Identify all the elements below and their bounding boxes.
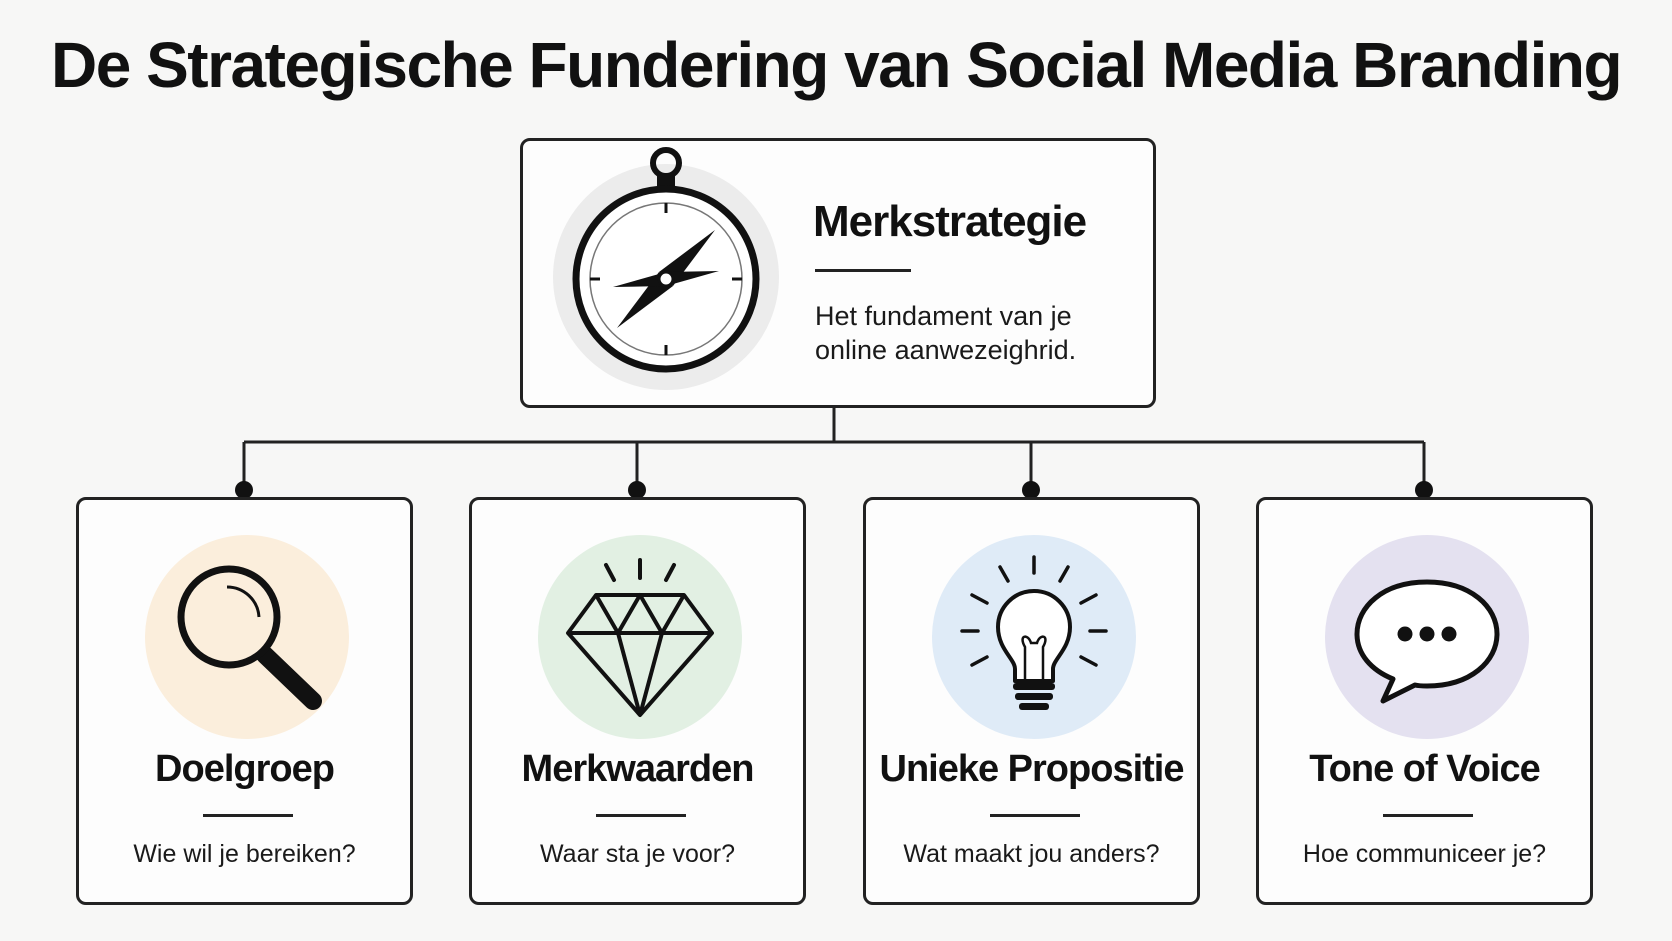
icon-circle	[1325, 535, 1529, 739]
pillar-card-merkwaarden: Merkwaarden Waar sta je voor?	[469, 497, 806, 905]
diamond-icon	[538, 535, 742, 739]
icon-circle	[145, 535, 349, 739]
pillar-card-unieke-propositie: Unieke Propositie Wat maakt jou anders?	[863, 497, 1200, 905]
lightbulb-icon	[932, 535, 1136, 739]
diagram-title: De Strategische Fundering van Social Med…	[50, 29, 1623, 101]
icon-circle	[538, 535, 742, 739]
card-divider	[1383, 814, 1473, 817]
card-description: Hoe communiceer je?	[1302, 840, 1547, 868]
card-heading: Tone of Voice	[1309, 748, 1541, 790]
pillar-card-tone-of-voice: Tone of Voice Hoe communiceer je?	[1256, 497, 1593, 905]
icon-circle	[932, 535, 1136, 739]
connector-dot	[235, 481, 253, 499]
connector-dot	[628, 481, 646, 499]
pillar-card-doelgroep: Doelgroep Wie wil je bereiken?	[76, 497, 413, 905]
connector-dot	[1022, 481, 1040, 499]
card-divider	[596, 814, 686, 817]
card-description: Waar sta je voor?	[540, 840, 735, 868]
card-divider	[990, 814, 1080, 817]
root-description: Het fundament van je online aanwezeighri…	[815, 301, 1077, 365]
card-heading: Doelgroep	[155, 748, 335, 790]
card-heading: Unieke Propositie	[879, 748, 1185, 790]
root-divider	[815, 269, 911, 272]
card-heading: Merkwaarden	[521, 748, 755, 790]
card-description: Wie wil je bereiken?	[133, 840, 356, 868]
root-node-merkstrategie: Merkstrategie Het fundament van je onlin…	[520, 138, 1156, 408]
root-heading: Merkstrategie	[813, 197, 1087, 246]
connector-dot	[1415, 481, 1433, 499]
compass-icon	[553, 147, 779, 390]
speech-bubble-icon	[1325, 535, 1529, 739]
magnifier-icon	[145, 535, 349, 739]
card-description: Wat maakt jou anders?	[903, 840, 1160, 868]
card-divider	[203, 814, 293, 817]
